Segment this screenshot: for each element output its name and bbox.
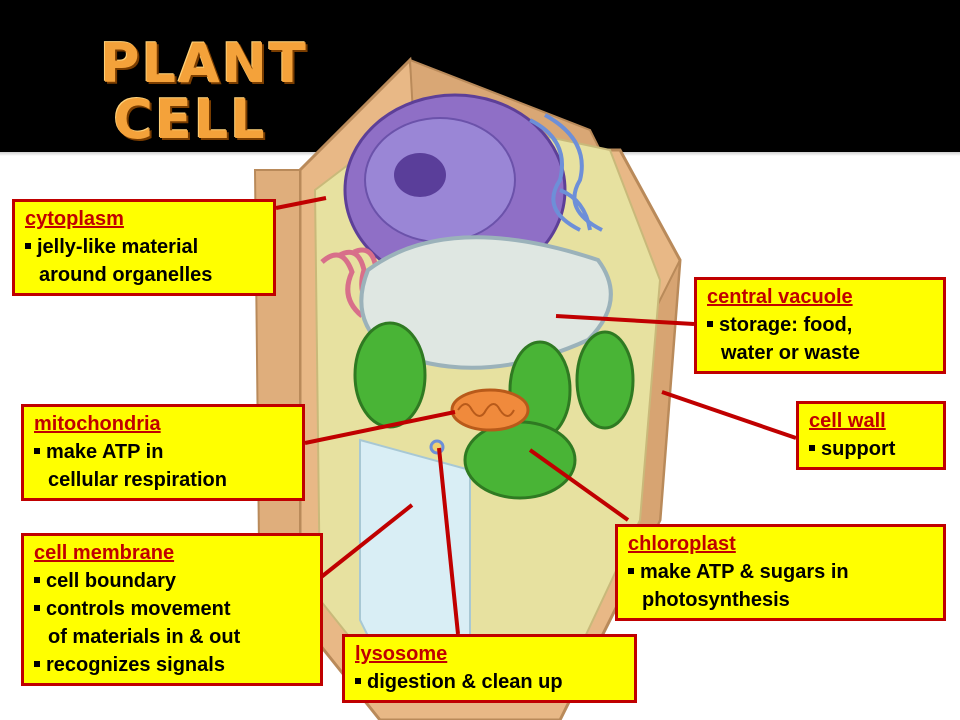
label-cell-membrane: cell membrane cell boundary controls mov… xyxy=(21,533,323,686)
label-membrane-title: cell membrane xyxy=(34,542,175,564)
bullet-icon xyxy=(34,576,40,583)
label-wall-item-1: support xyxy=(821,438,896,460)
label-chloro-item-2: photosynthesis xyxy=(642,589,790,611)
label-chloro-item-1: make ATP & sugars in xyxy=(640,561,849,583)
bullet-icon xyxy=(25,242,31,249)
label-cell-wall: cell wall support xyxy=(796,401,946,470)
bullet-icon xyxy=(34,447,40,454)
pointer-mito xyxy=(304,410,456,445)
label-mitochondria: mitochondria make ATP in cellular respir… xyxy=(21,404,305,501)
label-membrane-item-3: of materials in & out xyxy=(48,626,241,648)
label-chloro-title: chloroplast xyxy=(628,533,736,555)
label-lyso-title: lysosome xyxy=(355,643,448,665)
label-membrane-item-1: cell boundary xyxy=(46,570,177,592)
page-title: PLANT CELL xyxy=(100,32,308,151)
label-mito-title: mitochondria xyxy=(34,413,161,435)
pointer-cytoplasm xyxy=(275,196,327,210)
bullet-icon xyxy=(809,444,815,451)
endoplasmic-reticulum xyxy=(529,113,603,232)
mitochondrion xyxy=(450,388,530,432)
bullet-icon xyxy=(34,660,40,667)
label-wall-title: cell wall xyxy=(809,410,886,432)
pointer-chloro xyxy=(528,448,630,522)
label-lyso-item-1: digestion & clean up xyxy=(367,671,563,693)
label-mito-item-2: cellular respiration xyxy=(48,469,227,491)
pointer-membrane xyxy=(318,503,414,580)
label-vacuole-title: central vacuole xyxy=(707,286,853,308)
bullet-icon xyxy=(628,567,634,574)
pointer-vacuole xyxy=(555,314,695,326)
bullet-icon xyxy=(707,320,713,327)
label-membrane-item-4: recognizes signals xyxy=(46,654,225,676)
label-cytoplasm-title: cytoplasm xyxy=(25,208,124,230)
label-membrane-item-2: controls movement xyxy=(46,598,231,620)
label-lysosome: lysosome digestion & clean up xyxy=(342,634,637,703)
label-cytoplasm-item-1: jelly-like material xyxy=(37,236,199,258)
label-chloroplast: chloroplast make ATP & sugars in photosy… xyxy=(615,524,946,621)
label-central-vacuole: central vacuole storage: food, water or … xyxy=(694,277,946,374)
title-line-1: PLANT xyxy=(100,32,308,95)
bullet-icon xyxy=(355,677,361,684)
label-vacuole-item-1: storage: food, xyxy=(719,314,853,336)
bullet-icon xyxy=(34,604,40,611)
pointer-lines xyxy=(275,196,797,635)
label-vacuole-item-2: water or waste xyxy=(721,342,860,364)
title-line-2: CELL xyxy=(113,88,267,151)
pointer-wall xyxy=(661,390,797,440)
pointer-lyso xyxy=(437,447,460,635)
label-cytoplasm-item-2: around organelles xyxy=(39,264,213,286)
label-mito-item-1: make ATP in xyxy=(46,441,164,463)
label-cytoplasm: cytoplasm jelly-like material around org… xyxy=(12,199,276,296)
